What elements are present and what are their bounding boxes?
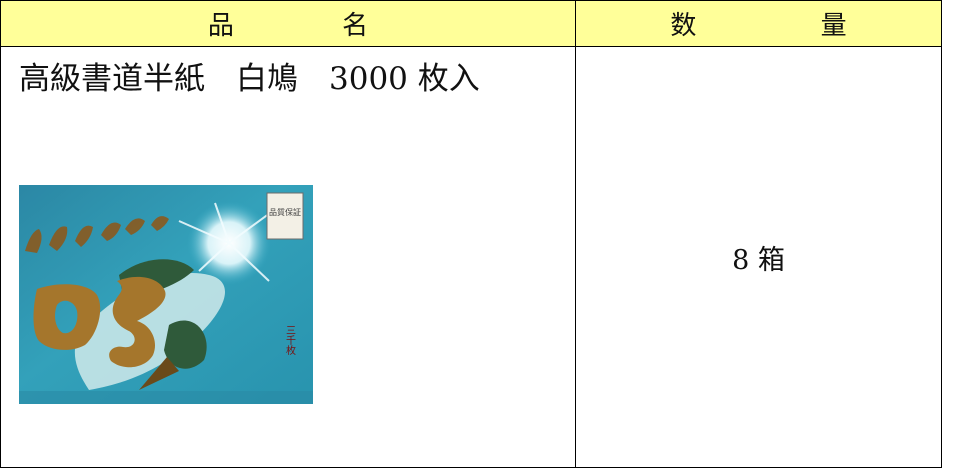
header-cell-name: 品 名: [0, 0, 576, 47]
brush-title-marks: [25, 216, 169, 253]
table-row: 高級書道半紙 白鳩 3000 枚入: [0, 46, 942, 468]
cell-product-name: 高級書道半紙 白鳩 3000 枚入: [0, 46, 576, 468]
cell-quantity: 8 箱: [575, 46, 942, 468]
product-photo: 品質保証 三千枚: [19, 185, 313, 404]
header-quantity-label: 数 量: [670, 11, 905, 41]
package-count-text: 三千枚: [284, 325, 296, 356]
quantity-text: 8 箱: [732, 244, 785, 276]
header-cell-quantity: 数 量: [575, 0, 942, 47]
product-name-text: 高級書道半紙 白鳩 3000 枚入: [19, 61, 480, 97]
header-name-label: 品 名: [207, 11, 419, 41]
table-header-row: 品 名 数 量: [0, 0, 942, 47]
package-label-text: 品質保証: [269, 207, 301, 217]
large-brush-characters: [33, 276, 166, 368]
